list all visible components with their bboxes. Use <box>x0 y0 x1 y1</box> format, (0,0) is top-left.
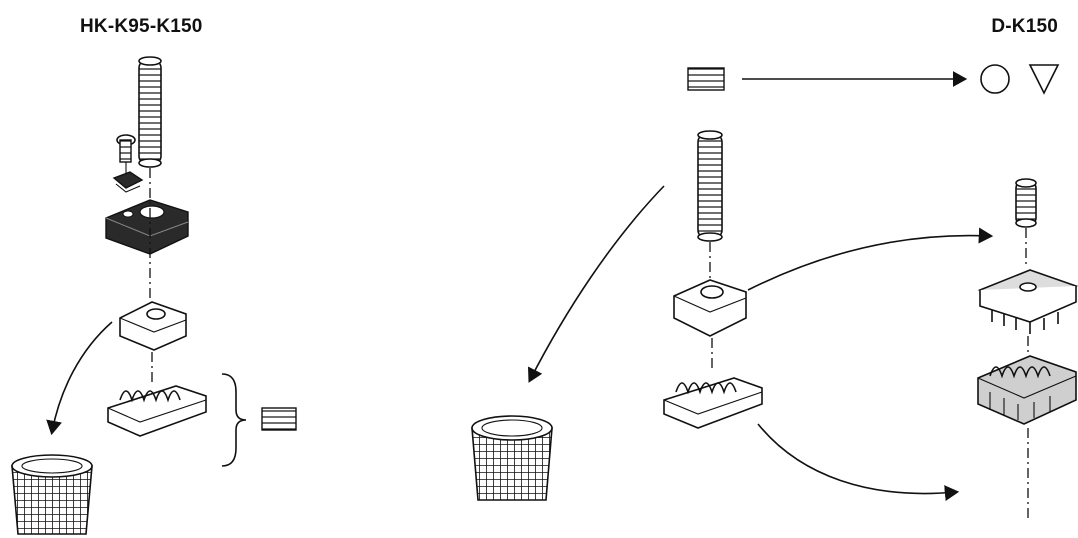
left-group-brace <box>221 373 247 467</box>
striped-rectangle-icon <box>261 407 297 431</box>
left-comb-base <box>107 385 207 437</box>
far-right-finned-plate <box>977 269 1078 334</box>
left-assembly <box>11 56 297 535</box>
inverted-triangle-icon <box>1028 64 1060 95</box>
right-comb-base <box>663 377 763 429</box>
left-threaded-pin <box>138 56 162 168</box>
far-right-comb-block <box>977 355 1077 425</box>
right-arrow-to-cup <box>528 185 665 383</box>
right-cup <box>471 415 553 501</box>
title-d-k150: D-K150 <box>991 16 1058 37</box>
left-slider-block <box>105 199 189 255</box>
right-arrow-to-heatsink <box>747 227 994 291</box>
circle-icon <box>980 64 1010 94</box>
left-small-screw <box>116 134 136 178</box>
left-cup <box>11 454 93 535</box>
far-right-small-pin <box>1015 178 1037 228</box>
left-arrow-to-cup <box>46 321 113 436</box>
title-hk-k95-k150: HK-K95-K150 <box>80 16 203 37</box>
right-threaded-pin <box>697 130 723 242</box>
left-white-slider <box>119 301 187 351</box>
right-arrow-to-bottom <box>757 423 960 501</box>
left-small-clip <box>112 171 144 193</box>
striped-rectangle-icon <box>687 67 725 91</box>
right-assembly <box>471 64 1078 520</box>
right-white-slider <box>673 279 747 337</box>
